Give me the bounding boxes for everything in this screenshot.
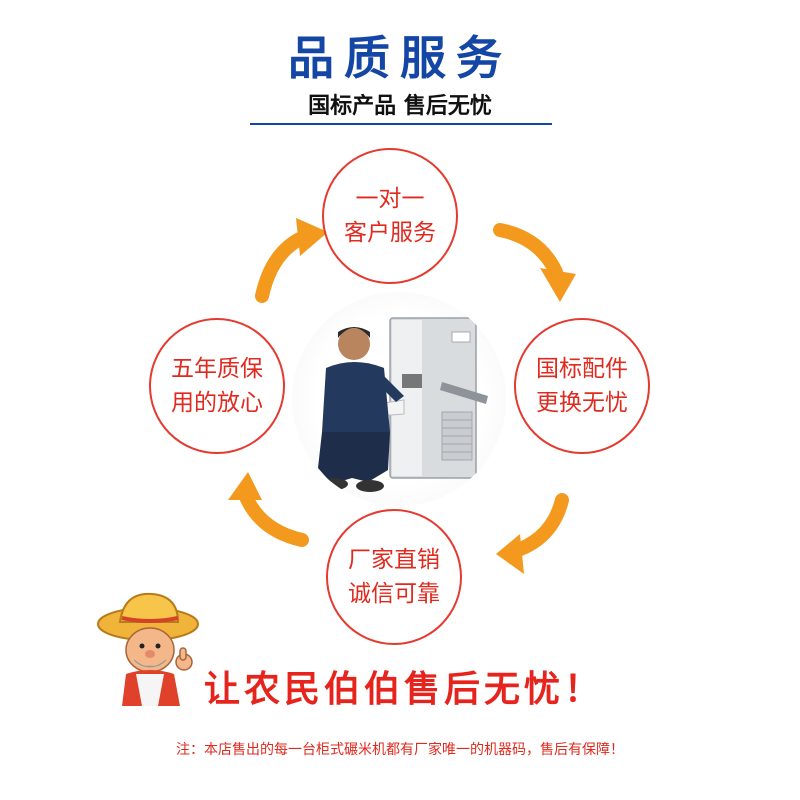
service-circle-warranty: 五年质保 用的放心 bbox=[149, 318, 285, 454]
circle-line-1: 五年质保 bbox=[171, 356, 263, 382]
cycle-arrow-icon bbox=[493, 223, 563, 279]
circle-line-1: 一对一 bbox=[355, 186, 425, 212]
circle-line-2: 诚信可靠 bbox=[348, 581, 440, 607]
farmer-mascot bbox=[97, 592, 199, 706]
arrow-head-icon bbox=[540, 268, 576, 302]
page-title: 品质服务 bbox=[288, 31, 512, 85]
arrow-head-icon bbox=[296, 218, 328, 256]
circle-line-1: 国标配件 bbox=[536, 356, 628, 382]
service-circle-parts: 国标配件 更换无忧 bbox=[514, 318, 650, 454]
arrow-head-icon bbox=[496, 534, 524, 574]
arrow-head-icon bbox=[228, 472, 262, 500]
circle-line-2: 客户服务 bbox=[344, 220, 436, 246]
service-circle-one-on-one: 一对一 客户服务 bbox=[322, 148, 458, 284]
page-subtitle: 国标产品 售后无忧 bbox=[308, 94, 492, 119]
service-circle-direct-sales: 厂家直销 诚信可靠 bbox=[326, 509, 462, 645]
circle-line-2: 更换无忧 bbox=[536, 390, 628, 416]
circle-line-2: 用的放心 bbox=[171, 390, 263, 416]
circle-line-1: 厂家直销 bbox=[348, 547, 440, 573]
slogan: 让农民伯伯售后无忧！ bbox=[204, 669, 605, 710]
title-divider bbox=[250, 123, 552, 125]
product-photo bbox=[292, 292, 506, 506]
footnote: 注：本店售出的每一台柜式碾米机都有厂家唯一的机器码，售后有保障！ bbox=[176, 742, 624, 758]
